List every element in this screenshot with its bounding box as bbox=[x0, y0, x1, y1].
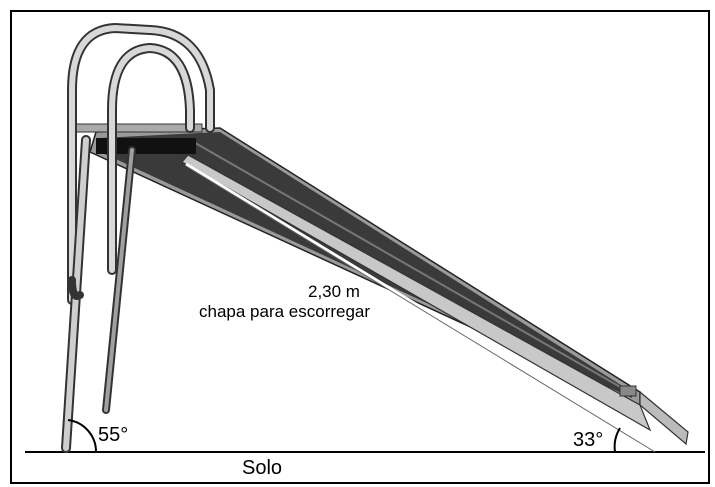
angle-label-right: 33° bbox=[573, 429, 604, 451]
angle-label-left: 55° bbox=[98, 424, 129, 446]
ground-label: Solo bbox=[242, 457, 283, 479]
figure-frame: 2,30 m chapa para escorregar 55° 33° Sol… bbox=[10, 10, 710, 484]
ladder-frame bbox=[61, 22, 215, 453]
slide-chute bbox=[89, 127, 689, 446]
angle-arc-left bbox=[67, 419, 98, 453]
slide-sheet-label: chapa para escorregar bbox=[199, 302, 371, 321]
length-indicator-line bbox=[185, 162, 656, 452]
top-platform bbox=[96, 138, 196, 154]
slide-drawing bbox=[25, 22, 705, 453]
angle-arc-right bbox=[613, 427, 621, 453]
slide-length-label: 2,30 m bbox=[308, 282, 360, 301]
